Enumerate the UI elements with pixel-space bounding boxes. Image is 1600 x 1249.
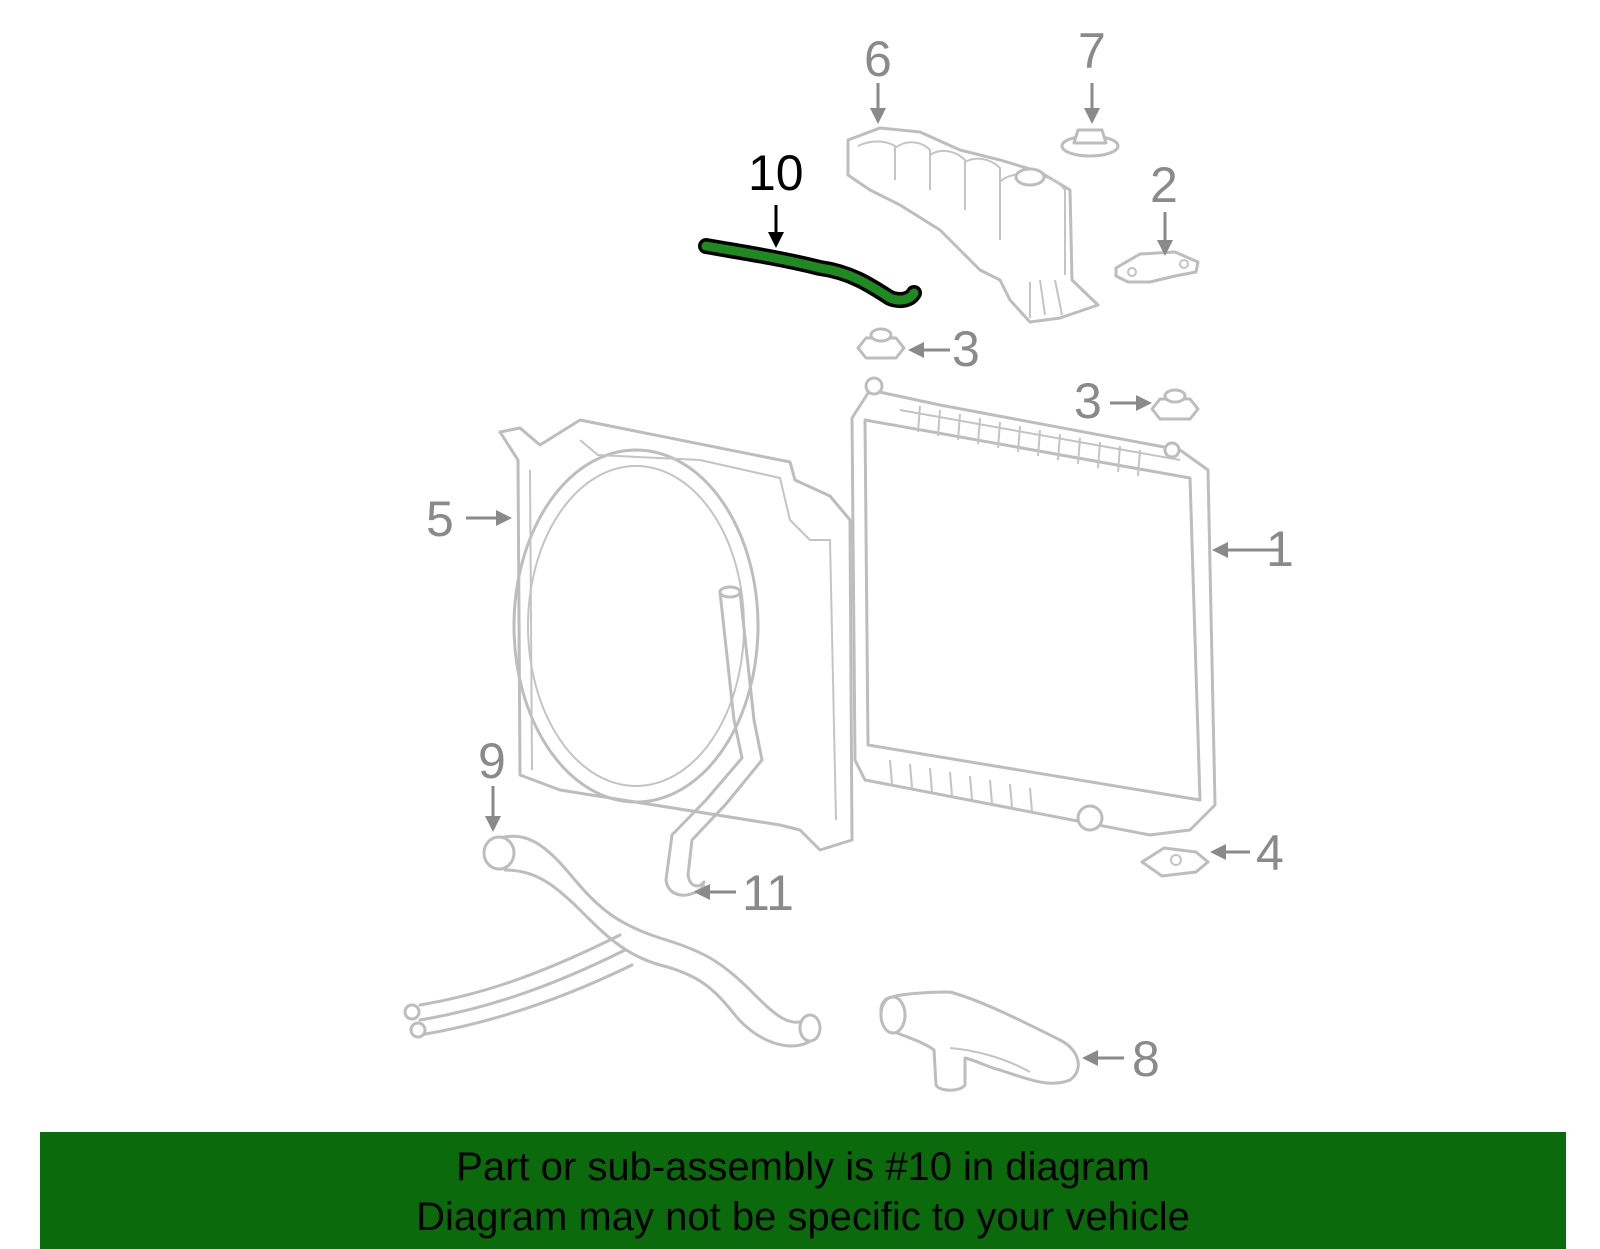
parts-diagram: 10 6 7 2 3 3 1 4 5 9 11 8 [403, 23, 1294, 1092]
callout-11: 11 [742, 865, 794, 921]
part-2-bracket [1114, 250, 1200, 284]
part-10-hose[interactable] [698, 238, 922, 309]
callout-2: 2 [1150, 157, 1178, 213]
callout-6: 6 [864, 31, 892, 87]
part-4-bracket [1140, 846, 1210, 878]
callout-8: 8 [1132, 1031, 1160, 1087]
callout-4: 4 [1256, 825, 1284, 881]
banner-line-2: Diagram may not be specific to your vehi… [416, 1195, 1190, 1239]
callout-3-upper: 3 [952, 321, 980, 377]
callout-10: 10 [748, 145, 804, 201]
callout-7: 7 [1078, 23, 1106, 79]
part-6-reservoir [846, 126, 1100, 324]
part-8-hose [879, 990, 1080, 1092]
part-3-insulator-upper [856, 327, 906, 360]
part-5-fan-shroud [498, 418, 854, 852]
callout-9: 9 [478, 733, 506, 789]
info-banner: Part or sub-assembly is #10 in diagram D… [40, 1132, 1566, 1249]
part-3-insulator-right [1150, 388, 1200, 421]
callout-1: 1 [1266, 521, 1294, 577]
part-7-cap [1060, 128, 1120, 158]
callout-3-right: 3 [1074, 373, 1102, 429]
callout-5: 5 [426, 491, 454, 547]
callout-arrows [466, 83, 1280, 1066]
part-9-hose [403, 834, 822, 1048]
part-1-radiator [850, 376, 1217, 837]
banner-line-1: Part or sub-assembly is #10 in diagram [456, 1145, 1150, 1189]
